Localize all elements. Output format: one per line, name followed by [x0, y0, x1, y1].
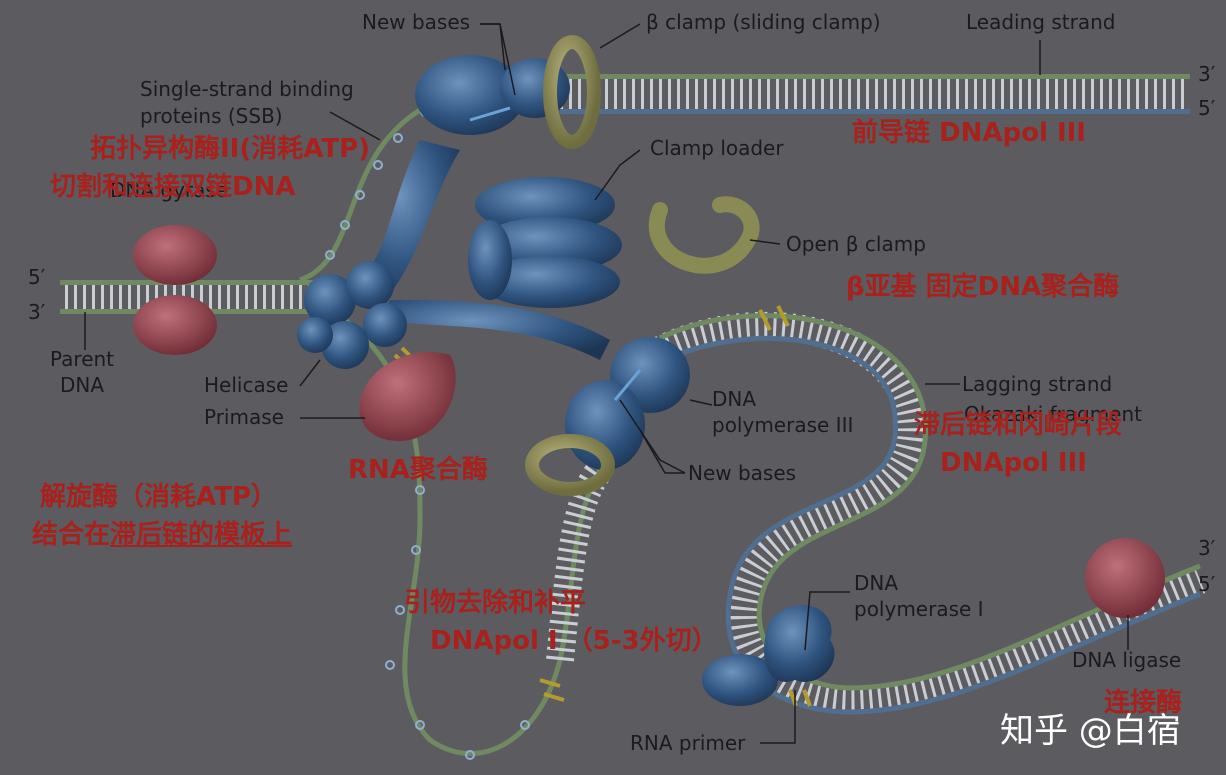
label-helicase: Helicase	[204, 373, 289, 397]
label-primase: Primase	[204, 405, 284, 429]
label-3prime-right: 3′	[1198, 536, 1216, 560]
annotation-helicase-2b: 滞后链的模板上	[110, 520, 293, 550]
label-3prime-left: 3′	[28, 300, 46, 324]
annotation-helicase-2a: 结合在	[32, 520, 111, 550]
annotation-cut-join: 切割和连接双链DNA	[50, 172, 296, 202]
helicase	[297, 261, 407, 369]
dna-gyrase	[133, 225, 217, 355]
label-beta-clamp: β clamp (sliding clamp)	[646, 10, 881, 34]
label-lagging-strand: Lagging strand	[962, 372, 1113, 396]
dna-polymerase-i	[702, 605, 835, 706]
label-5prime-top: 5′	[1198, 96, 1216, 120]
annotation-ligase: 连接酶	[1104, 688, 1183, 718]
label-new-bases-mid: New bases	[688, 461, 797, 485]
label-new-bases-top: New bases	[362, 10, 471, 34]
annotation-leading-pol: 前导链 DNApol III	[852, 118, 1086, 148]
watermark: 知乎 @白宿	[1000, 711, 1181, 751]
annotation-pol-i: DNApol I （5-3外切）	[430, 626, 718, 656]
annotation-rna-polymerase: RNA聚合酶	[348, 455, 488, 485]
beta-clamp-top	[543, 35, 601, 149]
label-open-beta-clamp: Open β clamp	[786, 232, 926, 256]
label-dna-pol-i: DNA polymerase I	[854, 571, 984, 621]
annotation-helicase-2: 结合在滞后链的模板上	[32, 520, 292, 551]
label-rna-primer: RNA primer	[630, 731, 746, 755]
label-ssb: Single-strand binding proteins (SSB)	[140, 77, 354, 128]
beta-clamp-lower	[525, 434, 615, 496]
annotation-lagging-pol: DNApol III	[940, 448, 1087, 478]
label-parent-dna: Parent DNA	[50, 347, 115, 397]
leader-lines	[84, 23, 1129, 744]
primase	[359, 352, 456, 441]
label-dna-ligase: DNA ligase	[1072, 648, 1182, 672]
dna-ligase	[1085, 538, 1165, 618]
label-okazaki: Okazaki fragment	[964, 402, 1142, 426]
leading-strand-dna	[560, 74, 1190, 114]
open-beta-clamp	[648, 196, 760, 274]
annotation-lagging-fragment: 滞后链和冈崎片段	[914, 410, 1123, 440]
lagging-dna-polymerase-iii	[565, 337, 690, 470]
label-dna-pol-iii: DNA polymerase III	[712, 387, 854, 437]
annotation-topoisomerase: 拓扑异构酶II(消耗ATP)	[90, 134, 371, 164]
label-5prime-left: 5′	[28, 265, 46, 289]
label-5prime-right: 5′	[1198, 572, 1216, 596]
clamp-loader	[360, 140, 622, 360]
annotation-beta-subunit: β亚基 固定DNA聚合酶	[846, 272, 1120, 302]
label-leading-strand: Leading strand	[966, 10, 1116, 34]
label-dna-gyrase: DNA gyrase	[110, 178, 229, 202]
annotation-primer-removal: 引物去除和补平	[404, 588, 587, 618]
annotation-helicase-1: 解旋酶（消耗ATP）	[40, 482, 277, 512]
label-clamp-loader: Clamp loader	[650, 136, 784, 160]
label-3prime-top: 3′	[1198, 62, 1216, 86]
